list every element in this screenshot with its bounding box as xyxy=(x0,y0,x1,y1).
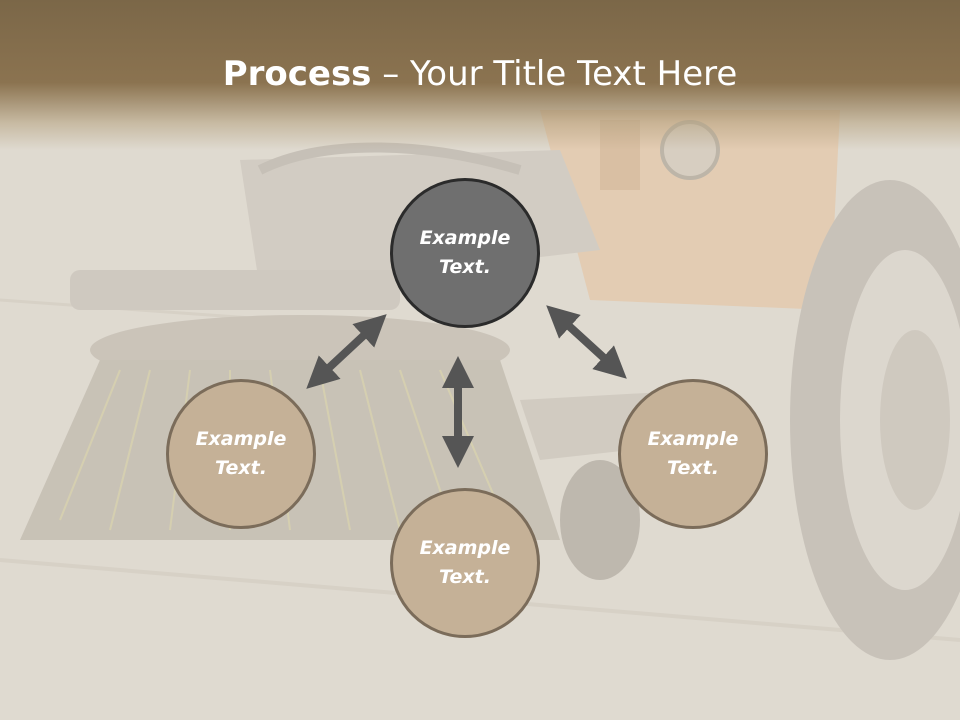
title-rest: – Your Title Text Here xyxy=(371,54,738,94)
slide-title: Process – Your Title Text Here xyxy=(0,52,960,96)
title-bold: Process xyxy=(222,54,372,94)
process-node-bottom[interactable]: Example Text. xyxy=(390,488,540,638)
process-node-left[interactable]: Example Text. xyxy=(166,379,316,529)
node-bottom-label: Example Text. xyxy=(419,537,511,588)
node-right-label: Example Text. xyxy=(647,428,739,479)
process-node-right[interactable]: Example Text. xyxy=(618,379,768,529)
arrow-right-icon xyxy=(546,305,627,379)
arrow-left-icon xyxy=(306,314,387,389)
node-left-label: Example Text. xyxy=(195,428,287,479)
title-band xyxy=(0,0,960,150)
process-node-center[interactable]: Example Text. xyxy=(390,178,540,328)
node-center-label: Example Text. xyxy=(419,227,511,278)
